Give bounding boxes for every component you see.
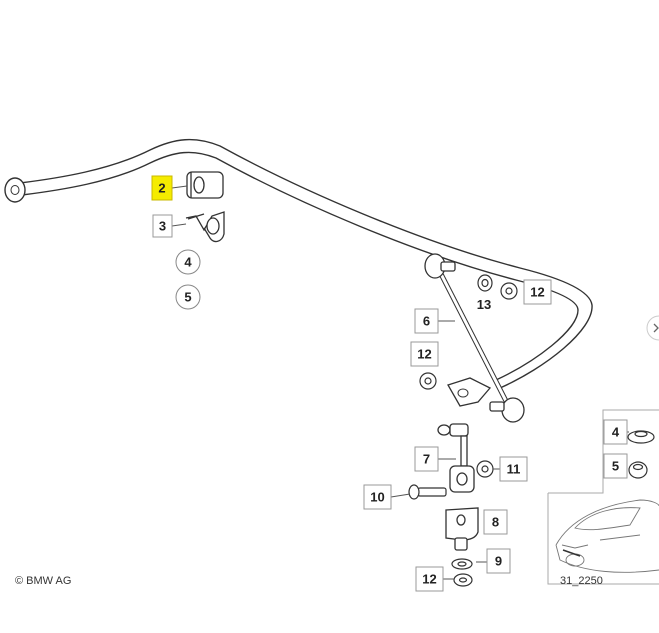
callout-box xyxy=(499,456,528,482)
bolt-part xyxy=(408,484,447,500)
callout-box xyxy=(152,214,173,238)
inset-bushing-4 xyxy=(627,430,655,444)
diagram-code: 31_2250 xyxy=(560,575,603,587)
callout-5: 5 xyxy=(175,284,201,310)
callout-labels: 2 3 4 5 6 7 8 9 10 11 12 12 12 13 4 5 xyxy=(151,175,628,592)
callout-box xyxy=(363,484,392,510)
leader-lines xyxy=(171,185,629,580)
callout-circle xyxy=(175,284,201,310)
callout-number: 11 xyxy=(507,462,521,477)
nut-part-middle xyxy=(419,372,437,390)
chevron-right-icon[interactable] xyxy=(646,315,659,341)
stabilizer-link-part xyxy=(424,253,525,423)
callout-10: 10 xyxy=(363,484,392,510)
callout-3: 3 xyxy=(152,214,173,238)
callout-12-2: 12 xyxy=(410,341,439,367)
callout-number: 4 xyxy=(184,255,192,270)
copyright-text: © BMW AG xyxy=(15,575,71,587)
washer-part xyxy=(477,274,493,292)
callout-number: 4 xyxy=(612,425,620,440)
callout-4: 4 xyxy=(175,249,201,275)
callout-box xyxy=(414,308,439,334)
callout-number: 7 xyxy=(423,452,430,467)
callout-box xyxy=(414,446,439,472)
callout-number: 3 xyxy=(159,219,166,234)
callout-circle xyxy=(175,249,201,275)
nut-part-11 xyxy=(476,460,494,478)
inset-box xyxy=(547,409,659,585)
stabilizer-bar-end-eye xyxy=(4,177,26,203)
callout-number: 2 xyxy=(158,181,165,196)
callout-box xyxy=(523,279,552,305)
callout-box xyxy=(486,548,511,574)
callout-box xyxy=(603,453,628,479)
car-illustration xyxy=(555,499,659,573)
callout-4-inset: 4 xyxy=(603,419,628,445)
stabilizer-bar-link-eye xyxy=(447,377,492,407)
callout-8: 8 xyxy=(483,509,508,535)
callout-number: 8 xyxy=(492,515,499,530)
nut-part-bottom xyxy=(453,573,473,587)
bracket-part xyxy=(185,211,225,243)
callout-5-inset: 5 xyxy=(603,453,628,479)
callout-box xyxy=(151,175,173,201)
callout-box xyxy=(415,566,444,592)
callout-number: 12 xyxy=(417,347,431,362)
washer-part-9 xyxy=(451,558,473,570)
callout-number: 6 xyxy=(423,314,430,329)
stabilizer-bar xyxy=(19,138,593,389)
rubber-mounting-part xyxy=(186,171,224,199)
callout-11: 11 xyxy=(499,456,528,482)
callout-2: 2 xyxy=(151,175,173,201)
callout-number: 9 xyxy=(495,554,502,569)
callout-number: 10 xyxy=(370,490,384,505)
callout-7: 7 xyxy=(414,446,439,472)
callout-number: 12 xyxy=(422,572,436,587)
callout-6: 6 xyxy=(414,308,439,334)
lower-link-part xyxy=(437,423,475,493)
callout-12-1: 12 xyxy=(523,279,552,305)
callout-number: 5 xyxy=(184,290,191,305)
callout-12-3: 12 xyxy=(415,566,444,592)
callout-box xyxy=(483,509,508,535)
inset-bushing-5 xyxy=(628,461,648,479)
callout-number: 5 xyxy=(612,459,619,474)
callout-box xyxy=(410,341,439,367)
callout-number: 12 xyxy=(530,285,544,300)
callout-9: 9 xyxy=(486,548,511,574)
callout-13: 13 xyxy=(477,297,491,312)
callout-number: 13 xyxy=(477,297,491,312)
callout-box xyxy=(603,419,628,445)
nut-part-upper xyxy=(500,282,518,300)
